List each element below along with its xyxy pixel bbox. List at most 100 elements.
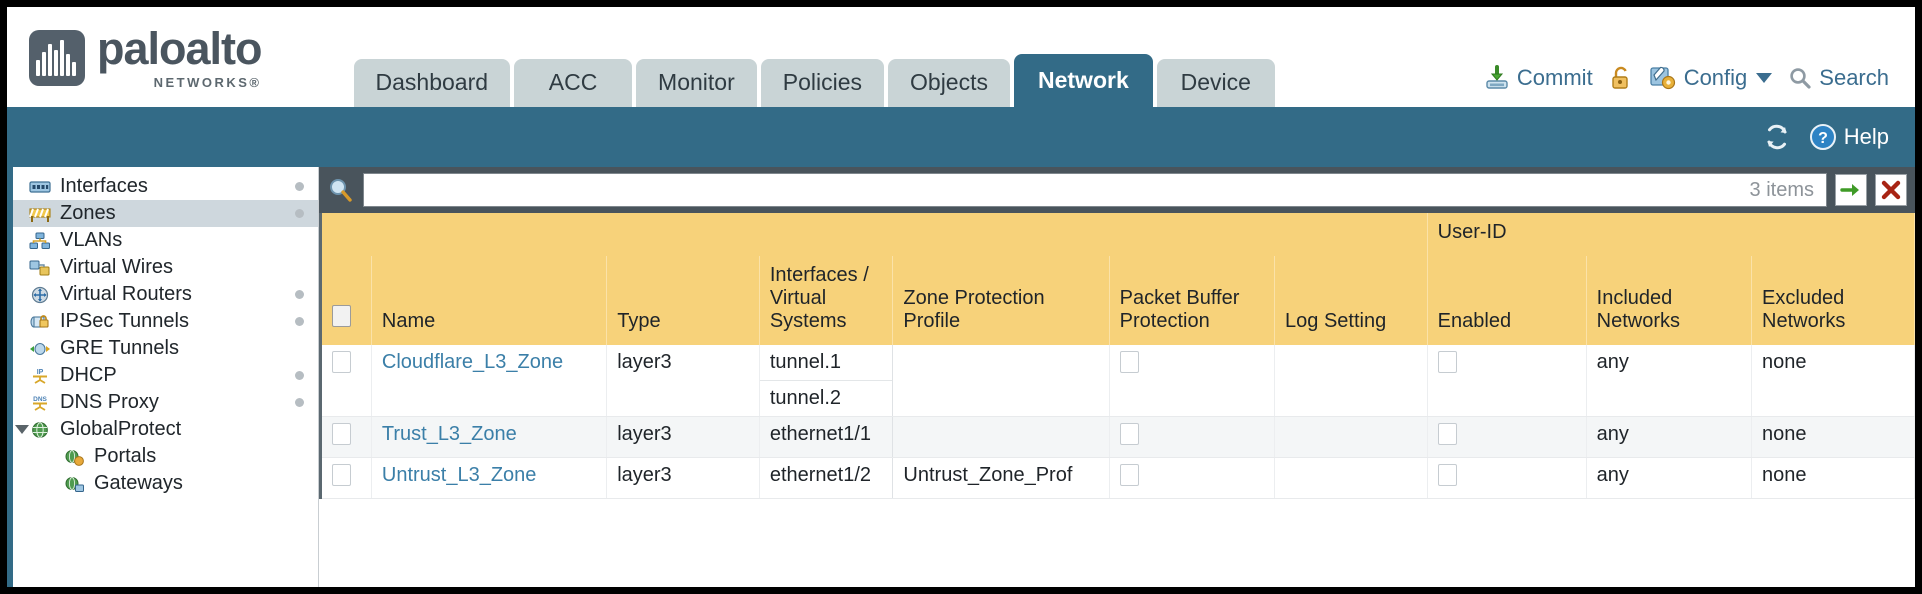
virtual-routers-icon <box>29 286 51 304</box>
cell-packet-buffer[interactable] <box>1109 345 1276 417</box>
tab-dashboard[interactable]: Dashboard <box>353 59 511 107</box>
help-label: Help <box>1843 124 1889 149</box>
cell-zone-protection <box>892 416 1110 458</box>
col-header-packet-buffer[interactable]: Packet Buffer Protection <box>1109 256 1276 345</box>
zones-icon <box>29 205 51 223</box>
sidebar-item-dhcp[interactable]: IP DHCP <box>13 362 318 389</box>
sidebar-item-dns-proxy[interactable]: DNS DNS Proxy <box>13 389 318 416</box>
cell-enabled[interactable] <box>1427 345 1587 417</box>
col-header-enabled[interactable]: Enabled <box>1427 256 1587 345</box>
apply-filter-button[interactable] <box>1835 174 1867 206</box>
chevron-down-icon[interactable] <box>1756 73 1773 83</box>
col-header-excluded[interactable]: Excluded Networks <box>1751 256 1915 345</box>
brand-subtitle: NETWORKS® <box>153 75 262 90</box>
config-menu[interactable]: Config <box>1649 65 1773 91</box>
tab-policies[interactable]: Policies <box>760 59 885 107</box>
sidebar-item-virtual-routers[interactable]: Virtual Routers <box>13 281 318 308</box>
tab-device[interactable]: Device <box>1156 59 1275 107</box>
cell-included: any <box>1586 457 1753 499</box>
tab-monitor[interactable]: Monitor <box>636 59 757 107</box>
chevron-down-icon[interactable] <box>15 425 29 434</box>
cell-name[interactable]: Untrust_L3_Zone <box>371 457 608 499</box>
refresh-button[interactable] <box>1763 124 1791 150</box>
packet-buffer-checkbox[interactable] <box>1119 423 1139 445</box>
user-id-enabled-checkbox[interactable] <box>1437 423 1457 445</box>
sidebar-item-globalprotect[interactable]: GlobalProtect <box>13 416 318 443</box>
sidebar-item-interfaces[interactable]: Interfaces <box>13 173 318 200</box>
cell-included: any <box>1586 416 1753 458</box>
green-arrow-apply-icon <box>1840 180 1862 200</box>
row-select-cell[interactable] <box>319 457 372 499</box>
table-row[interactable]: Trust_L3_Zone layer3 ethernet1/1 <box>319 416 1915 458</box>
help-button[interactable]: ? Help <box>1809 123 1889 151</box>
cell-interfaces: tunnel.1 tunnel.2 <box>759 345 894 417</box>
cell-type: layer3 <box>606 457 760 499</box>
col-header-included[interactable]: Included Networks <box>1586 256 1753 345</box>
search-field-wrap[interactable]: 3 items <box>363 173 1827 207</box>
tab-network[interactable]: Network <box>1014 54 1153 107</box>
col-header-type[interactable]: Type <box>606 256 760 345</box>
unlocked-padlock-icon <box>1609 65 1633 91</box>
sidebar-item-gateways[interactable]: Gateways <box>13 470 318 497</box>
cell-packet-buffer[interactable] <box>1109 416 1276 458</box>
sidebar-item-zones[interactable]: Zones <box>13 200 318 227</box>
dns-proxy-icon: DNS <box>29 394 51 412</box>
svg-text:IP: IP <box>37 369 44 376</box>
user-id-enabled-checkbox[interactable] <box>1437 351 1457 373</box>
sidebar-item-label: DNS Proxy <box>60 391 159 413</box>
row-select-cell[interactable] <box>319 345 372 417</box>
main-content: 3 items <box>319 167 1915 587</box>
cell-name[interactable]: Trust_L3_Zone <box>371 416 608 458</box>
sidebar: Interfaces Zones <box>7 167 319 587</box>
select-all-checkbox[interactable] <box>332 305 351 327</box>
body: Interfaces Zones <box>7 167 1915 587</box>
select-all-header[interactable] <box>319 256 372 345</box>
sidebar-item-virtual-wires[interactable]: Virtual Wires <box>13 254 318 281</box>
portals-icon <box>63 448 85 466</box>
commit-button[interactable]: Commit <box>1484 65 1593 91</box>
user-id-enabled-checkbox[interactable] <box>1437 464 1457 486</box>
vlans-icon <box>29 232 51 250</box>
brand-logo: paloalto NETWORKS® <box>7 26 263 107</box>
zone-name-link[interactable]: Untrust_L3_Zone <box>381 464 537 486</box>
row-checkbox[interactable] <box>332 351 351 373</box>
row-select-cell[interactable] <box>319 416 372 458</box>
cell-name[interactable]: Cloudflare_L3_Zone <box>371 345 608 417</box>
cell-interfaces: ethernet1/1 <box>759 416 894 458</box>
sidebar-item-vlans[interactable]: VLANs <box>13 227 318 254</box>
row-checkbox[interactable] <box>332 464 351 486</box>
table-row[interactable]: Cloudflare_L3_Zone layer3 tunnel.1 tunne… <box>319 345 1915 417</box>
interfaces-icon <box>29 178 51 196</box>
col-header-zone-protection[interactable]: Zone Protection Profile <box>892 256 1110 345</box>
search-input[interactable] <box>376 178 1740 202</box>
col-header-name[interactable]: Name <box>371 256 608 345</box>
packet-buffer-checkbox[interactable] <box>1119 351 1139 373</box>
tab-acc[interactable]: ACC <box>514 59 633 107</box>
col-header-log-setting[interactable]: Log Setting <box>1274 256 1428 345</box>
cell-enabled[interactable] <box>1427 457 1587 499</box>
sidebar-item-portals[interactable]: Portals <box>13 443 318 470</box>
sidebar-item-label: GlobalProtect <box>60 418 182 440</box>
search-magnifier-icon[interactable] <box>325 175 355 205</box>
packet-buffer-checkbox[interactable] <box>1119 464 1139 486</box>
sidebar-item-ipsec-tunnels[interactable]: IPSec Tunnels <box>13 308 318 335</box>
sub-toolbar: ? Help <box>7 107 1915 167</box>
tab-objects[interactable]: Objects <box>888 59 1010 107</box>
table-row[interactable]: Untrust_L3_Zone layer3 ethernet1/2 Untru… <box>319 457 1915 499</box>
item-count-label: 3 items <box>1749 178 1814 201</box>
row-checkbox[interactable] <box>332 423 351 445</box>
sidebar-item-gre-tunnels[interactable]: GRE Tunnels <box>13 335 318 362</box>
cell-enabled[interactable] <box>1427 416 1587 458</box>
clear-filter-button[interactable] <box>1875 174 1907 206</box>
col-header-interfaces[interactable]: Interfaces / Virtual Systems <box>759 256 894 345</box>
virtual-wires-icon <box>29 259 51 277</box>
zone-name-link[interactable]: Cloudflare_L3_Zone <box>381 351 564 373</box>
cell-packet-buffer[interactable] <box>1109 457 1276 499</box>
cell-excluded: none <box>1751 345 1915 417</box>
lock-button[interactable] <box>1609 65 1633 91</box>
top-actions: Commit <box>1484 65 1915 107</box>
zones-table-wrap[interactable]: User-ID Name Type Interfaces / Virtual S… <box>319 213 1915 587</box>
search-button[interactable]: Search <box>1788 65 1889 91</box>
zone-name-link[interactable]: Trust_L3_Zone <box>381 423 517 445</box>
